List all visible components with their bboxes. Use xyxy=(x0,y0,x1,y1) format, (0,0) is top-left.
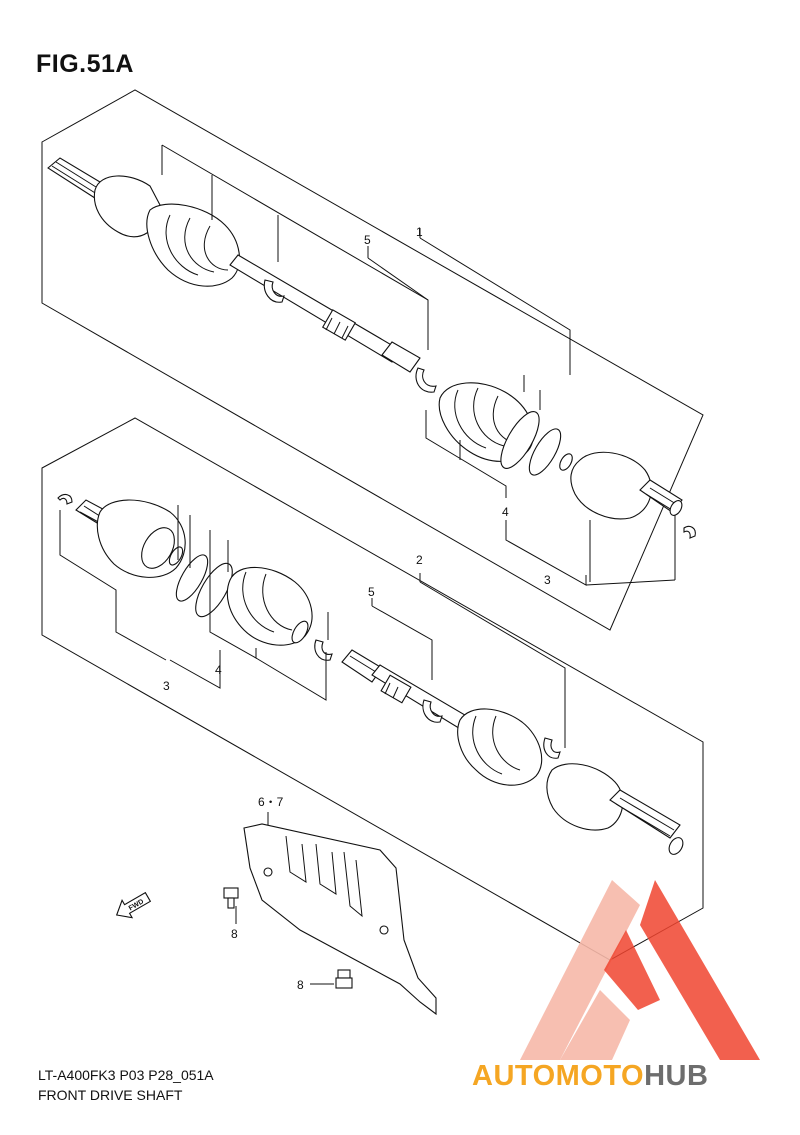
lower-end-circlip xyxy=(57,493,73,505)
lower-outer-boot xyxy=(457,708,543,786)
callout-lower-joint-set: 3 xyxy=(163,679,170,693)
callout-lower-assembly: 2 xyxy=(416,553,423,567)
lower-outer-joint xyxy=(546,763,624,831)
lower-assembly-outline xyxy=(41,417,704,961)
upper-boot-ring-a xyxy=(500,411,540,469)
callout-upper-assembly: 1 xyxy=(416,225,423,239)
lower-boot-clip xyxy=(314,639,333,661)
callout-bolt-upper: 8 xyxy=(231,927,238,941)
bolt-upper xyxy=(223,887,239,924)
lower-outer-clamp xyxy=(543,737,561,759)
lower-boot-ring-a xyxy=(175,554,209,602)
bolt-lower xyxy=(310,969,353,989)
callout-bolt-lower: 8 xyxy=(297,978,304,992)
lower-boot-ring-b xyxy=(195,562,233,618)
lower-drive-shaft xyxy=(57,493,684,855)
svg-text:FWD: FWD xyxy=(128,898,145,912)
callout-guard: 6・7 xyxy=(258,795,284,809)
lower-circlip xyxy=(168,546,184,566)
upper-drive-shaft xyxy=(47,157,696,539)
upper-shaft xyxy=(229,254,421,373)
model-code-line: LT-A400FK3 P03 P28_051A xyxy=(38,1067,214,1083)
lower-shaft xyxy=(341,649,471,731)
callout-lower-boot-clamp: 4 xyxy=(215,663,222,677)
lower-shaft-clamp xyxy=(422,699,443,723)
upper-inner-joint xyxy=(570,451,652,520)
upper-inner-clip xyxy=(415,367,437,393)
callout-upper-shaft: 5 xyxy=(364,233,371,247)
watermark-text-brand: AUTOMOTOHUB xyxy=(472,1060,708,1092)
upper-circlip xyxy=(559,453,573,471)
guard-plate xyxy=(243,812,437,1016)
upper-end-circlip xyxy=(683,525,696,539)
upper-outer-boot xyxy=(146,203,240,287)
automotohub-logo: AUTOMOTOHUB xyxy=(472,880,760,1092)
fwd-arrow-icon: FWD xyxy=(115,891,152,919)
upper-shaft-clamp xyxy=(263,279,285,303)
upper-assembly-outline xyxy=(41,89,704,631)
upper-boot-ring-b xyxy=(528,428,562,476)
figure-caption: FRONT DRIVE SHAFT xyxy=(38,1087,183,1103)
callout-upper-joint-set: 3 xyxy=(544,573,551,587)
upper-leader-lines xyxy=(161,144,676,586)
figure-title: FIG.51A xyxy=(36,50,134,78)
lower-leader-lines xyxy=(59,505,566,748)
callout-lower-shaft: 5 xyxy=(368,585,375,599)
callout-upper-boot-clamp: 4 xyxy=(502,505,509,519)
